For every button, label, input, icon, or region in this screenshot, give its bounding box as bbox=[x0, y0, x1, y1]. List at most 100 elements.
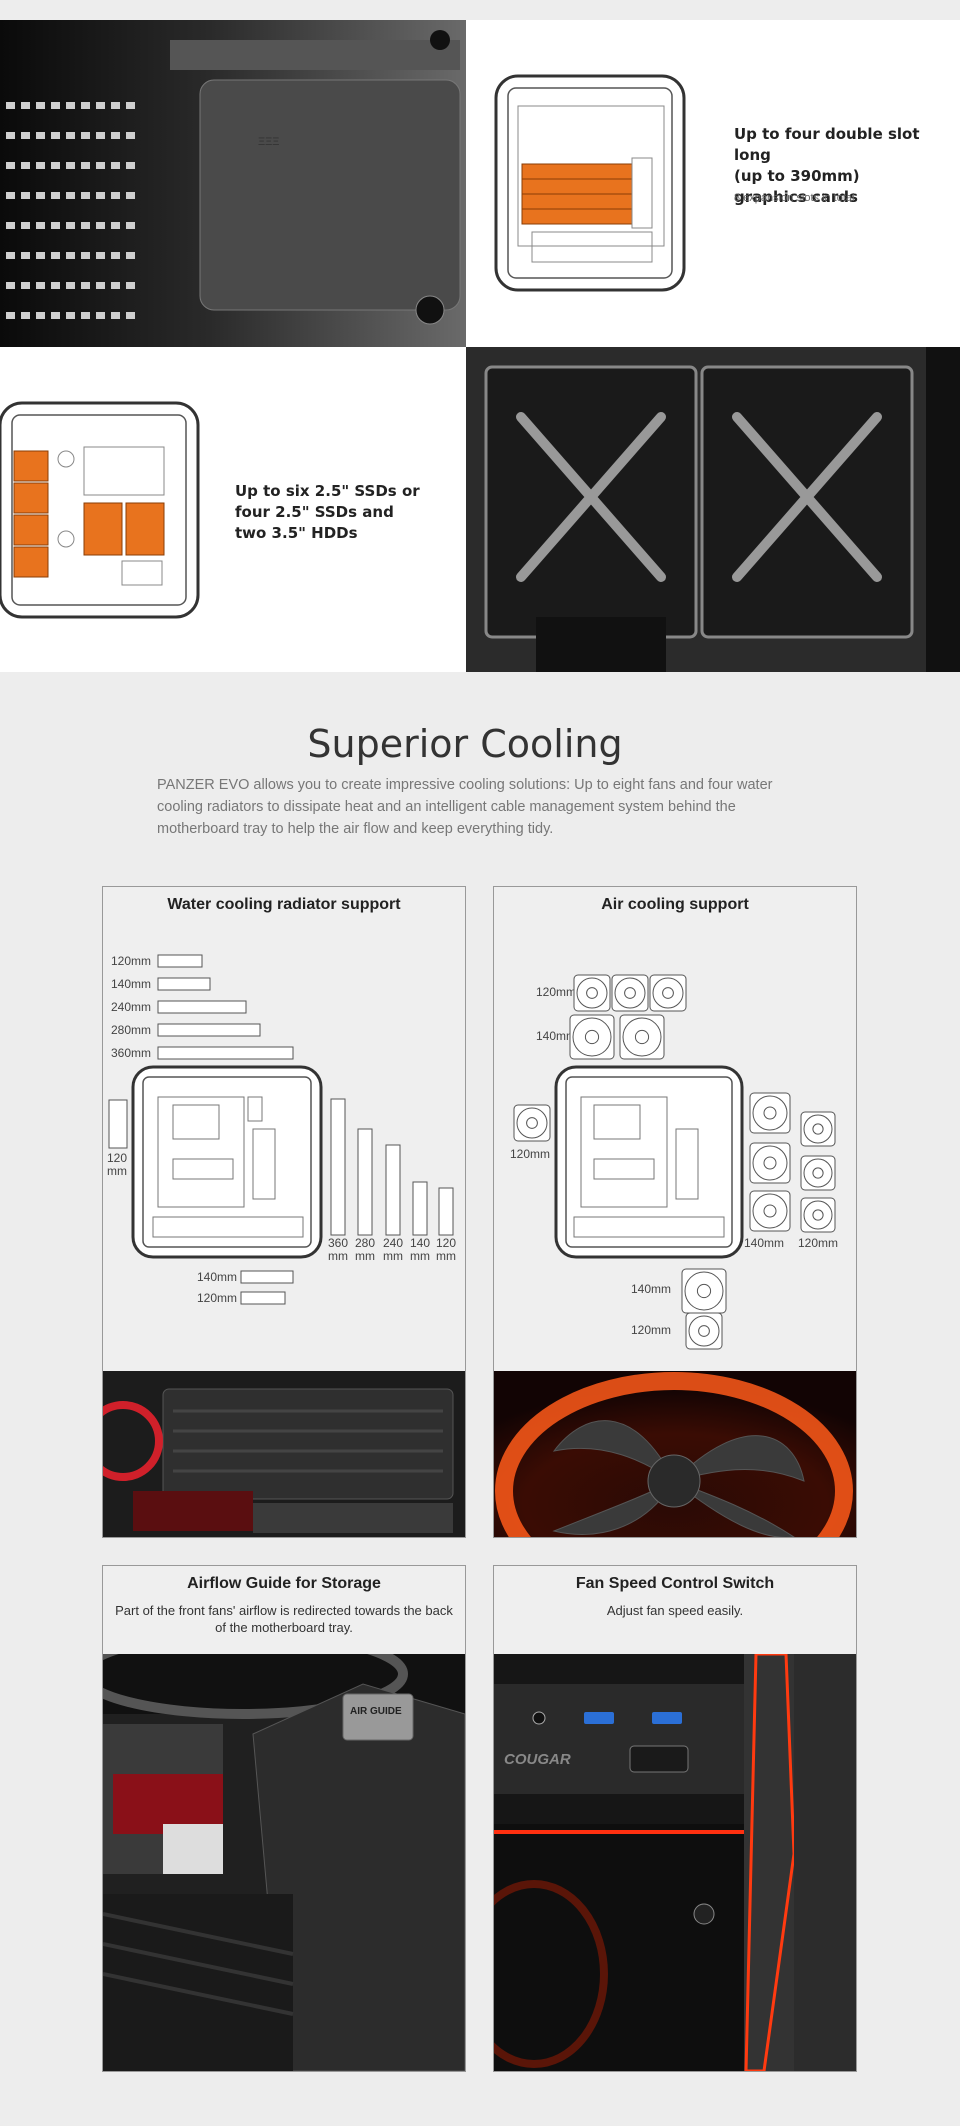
fan-ring bbox=[688, 1315, 720, 1347]
slot-vent bbox=[36, 102, 45, 109]
fan-ring bbox=[576, 977, 608, 1009]
slot-vent bbox=[81, 162, 90, 169]
vertical-label-140: 140 mm bbox=[407, 1237, 433, 1263]
slot-vent bbox=[96, 282, 105, 289]
storage-feature-line-3: two 3.5" HDDs bbox=[235, 524, 358, 542]
bottom-radiator-label-140: 140mm bbox=[197, 1270, 238, 1284]
drive-cage-photo bbox=[466, 347, 960, 672]
vertical-label-280-unit: mm bbox=[355, 1249, 375, 1263]
air-side-label: 120mm bbox=[510, 1147, 551, 1161]
slot-vent bbox=[51, 132, 60, 139]
fan-hub bbox=[763, 1106, 777, 1120]
gpu-feature-line-2: (up to 390mm) bbox=[734, 167, 860, 185]
radiator-label-360: 360mm bbox=[111, 1046, 152, 1060]
fan-hub bbox=[634, 1029, 650, 1045]
fan-ring bbox=[614, 977, 646, 1009]
vertical-label-280-num: 280 bbox=[354, 1236, 376, 1250]
vertical-label-280: 280 mm bbox=[352, 1237, 378, 1263]
radiator-side-label-unit: mm bbox=[107, 1164, 127, 1178]
slot-vent bbox=[36, 312, 45, 319]
gpu-support-panel: Up to four double slot long (up to 390mm… bbox=[466, 20, 960, 347]
fan-ring bbox=[752, 1095, 788, 1131]
slot-vent bbox=[6, 252, 15, 259]
fan-ring bbox=[752, 1145, 788, 1181]
slot-vent bbox=[66, 312, 75, 319]
slot-vent bbox=[66, 102, 75, 109]
gpu-feature-line-1: Up to four double slot long bbox=[734, 125, 920, 164]
slot-vent bbox=[36, 282, 45, 289]
slot-vent bbox=[6, 222, 15, 229]
slot-vent bbox=[126, 162, 135, 169]
fan-switch-photo: COUGAR bbox=[494, 1654, 856, 2071]
fan-hub bbox=[584, 1029, 600, 1045]
slot-vent bbox=[81, 192, 90, 199]
vertical-label-360-num: 360 bbox=[327, 1236, 349, 1250]
slot-vent bbox=[36, 222, 45, 229]
slot-vent bbox=[96, 192, 105, 199]
slot-vent bbox=[51, 102, 60, 109]
slot-vent bbox=[96, 102, 105, 109]
radiator-photo bbox=[103, 1371, 465, 1537]
vertical-label-240: 240 mm bbox=[380, 1237, 406, 1263]
air-bottom-label-120: 120mm bbox=[631, 1323, 672, 1337]
fan-led-photo bbox=[494, 1371, 856, 1537]
fan-ring bbox=[803, 1200, 833, 1230]
slot-vent bbox=[81, 282, 90, 289]
slot-vent bbox=[21, 162, 30, 169]
fan-hub bbox=[698, 1325, 710, 1337]
fan-hub bbox=[696, 1283, 712, 1299]
slot-vent bbox=[111, 132, 120, 139]
fan-outline bbox=[749, 1142, 791, 1184]
water-cooling-title: Water cooling radiator support bbox=[167, 896, 401, 913]
slot-vent bbox=[66, 282, 75, 289]
vertical-label-120: 120 mm bbox=[433, 1237, 459, 1263]
fan-ring bbox=[684, 1271, 724, 1311]
fan-hub bbox=[812, 1167, 824, 1179]
fan-ring bbox=[803, 1158, 833, 1188]
slot-vent bbox=[96, 312, 105, 319]
air-guide-photo-label: AIR GUIDE bbox=[350, 1706, 402, 1717]
radiator-label-120: 120mm bbox=[111, 954, 152, 968]
slot-vent bbox=[51, 222, 60, 229]
vertical-label-120-num: 120 bbox=[435, 1236, 457, 1250]
slot-vent bbox=[96, 252, 105, 259]
fan-layout-diagram bbox=[513, 974, 836, 1350]
radiator-label-280: 280mm bbox=[111, 1023, 152, 1037]
vertical-label-120-unit: mm bbox=[436, 1249, 456, 1263]
vertical-label-140-unit: mm bbox=[410, 1249, 430, 1263]
slot-vent bbox=[6, 102, 15, 109]
slot-vent bbox=[111, 222, 120, 229]
case-storage-diagram bbox=[0, 401, 200, 619]
fan-hub bbox=[586, 987, 598, 999]
vertical-label-360-unit: mm bbox=[328, 1249, 348, 1263]
fan-hub bbox=[662, 987, 674, 999]
vertical-label-240-num: 240 bbox=[382, 1236, 404, 1250]
gpu-feature-line-3: graphics cards bbox=[734, 188, 858, 206]
section-title: Superior Cooling bbox=[307, 722, 623, 766]
fan-outline bbox=[685, 1312, 723, 1350]
slot-vent bbox=[66, 222, 75, 229]
storage-feature-line-1: Up to six 2.5" SSDs or bbox=[235, 482, 420, 500]
fan-hub bbox=[812, 1209, 824, 1221]
slot-vent bbox=[111, 192, 120, 199]
slot-vent bbox=[81, 102, 90, 109]
slot-vent bbox=[6, 312, 15, 319]
fan-ring bbox=[572, 1017, 612, 1057]
fan-ring bbox=[652, 977, 684, 1009]
slot-vent bbox=[66, 192, 75, 199]
slot-vent bbox=[51, 162, 60, 169]
slot-vent bbox=[126, 222, 135, 229]
slot-vent bbox=[51, 282, 60, 289]
fan-hub bbox=[763, 1156, 777, 1170]
slot-vent bbox=[66, 132, 75, 139]
slot-vent bbox=[66, 162, 75, 169]
air-cooling-title: Air cooling support bbox=[601, 896, 749, 913]
fan-outline bbox=[749, 1190, 791, 1232]
radiator-label-240: 240mm bbox=[111, 1000, 152, 1014]
fan-outline bbox=[681, 1268, 727, 1314]
airflow-guide-title: Airflow Guide for Storage bbox=[187, 1575, 381, 1592]
fan-outline bbox=[573, 974, 611, 1012]
air-bottom-label-140: 140mm bbox=[631, 1282, 672, 1296]
slot-vent bbox=[21, 102, 30, 109]
fan-switch-title: Fan Speed Control Switch bbox=[575, 1575, 775, 1592]
